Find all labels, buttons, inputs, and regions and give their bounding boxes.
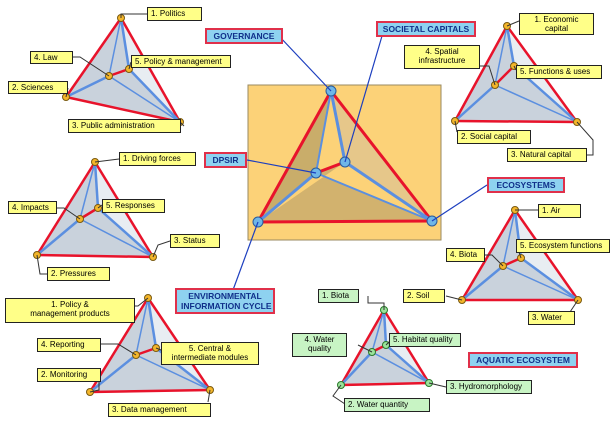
societal-capitals-title: SOCIETAL CAPITALS — [376, 21, 476, 37]
central-line1: 5. Central & — [188, 344, 232, 353]
policy-management-products-label: 1. Policy & management products — [5, 298, 135, 323]
sciences-label: 2. Sciences — [8, 81, 68, 94]
water-quality-label: 4. Water quality — [292, 333, 347, 357]
ecosystems-title: ECOSYSTEMS — [487, 177, 565, 193]
water-quality-line2: quality — [307, 344, 332, 353]
water-quantity-label: 2. Water quantity — [344, 398, 430, 412]
governance-title: GOVERNANCE — [205, 28, 283, 44]
aquatic-ecosystem-title: AQUATIC ECOSYSTEM — [468, 352, 578, 368]
eic-title-line2: INFORMATION CYCLE — [181, 301, 272, 311]
economic-line1: 1. Economic — [534, 15, 579, 24]
policy-management-label: 5. Policy & management — [131, 55, 231, 68]
aquatic-biota-label: 1. Biota — [318, 289, 359, 303]
law-label: 4. Law — [30, 51, 73, 64]
functions-uses-label: 5. Functions & uses — [516, 65, 602, 79]
environmental-information-cycle-title: ENVIRONMENTAL INFORMATION CYCLE — [175, 288, 275, 314]
politics-label: 1. Politics — [147, 7, 202, 21]
central-intermediate-label: 5. Central & intermediate modules — [161, 342, 259, 365]
soil-label: 2. Soil — [403, 289, 445, 303]
air-label: 1. Air — [538, 204, 581, 218]
center-connectors — [232, 35, 488, 291]
habitat-quality-label: 5. Habitat quality — [389, 333, 461, 347]
data-management-label: 3. Data management — [108, 403, 211, 417]
ecosystem-functions-label: 5. Ecosystem functions — [516, 239, 610, 253]
impacts-label: 4. Impacts — [8, 201, 57, 214]
central-line2: intermediate modules — [171, 353, 249, 362]
policy-products-line2: management products — [30, 309, 110, 318]
spatial-line2: infrastructure — [418, 56, 466, 65]
center-tetrahedron — [247, 84, 442, 241]
eic-title-line1: ENVIRONMENTAL — [188, 291, 262, 301]
responses-label: 5. Responses — [102, 199, 165, 213]
pressures-label: 2. Pressures — [47, 267, 110, 281]
biota-label: 4. Biota — [446, 248, 485, 262]
reporting-label: 4. Reporting — [37, 338, 101, 352]
social-capital-label: 2. Social capital — [457, 130, 531, 144]
spatial-line1: 4. Spatial — [425, 47, 459, 56]
driving-forces-label: 1. Driving forces — [119, 152, 196, 166]
aquatic-tetrahedron — [332, 296, 447, 405]
water-label: 3. Water — [528, 311, 575, 325]
natural-capital-label: 3. Natural capital — [507, 148, 587, 162]
water-quality-line1: 4. Water — [304, 335, 335, 344]
economic-capital-label: 1. Economic capital — [519, 13, 594, 35]
status-label: 3. Status — [170, 234, 220, 248]
spatial-infrastructure-label: 4. Spatial infrastructure — [404, 45, 480, 69]
dpsir-tetrahedron — [33, 158, 171, 275]
policy-products-line1: 1. Policy & — [51, 300, 89, 309]
hydromorphology-label: 3. Hydromorphology — [446, 380, 532, 394]
ecosystems-tetrahedron — [445, 206, 582, 313]
monitoring-label: 2. Monitoring — [37, 368, 101, 382]
dpsir-title: DPSIR — [204, 152, 247, 168]
governance-tetrahedron — [62, 13, 185, 127]
center-face-bottom — [258, 162, 432, 222]
economic-line2: capital — [544, 24, 569, 33]
public-administration-label: 3. Public administration — [68, 119, 181, 133]
